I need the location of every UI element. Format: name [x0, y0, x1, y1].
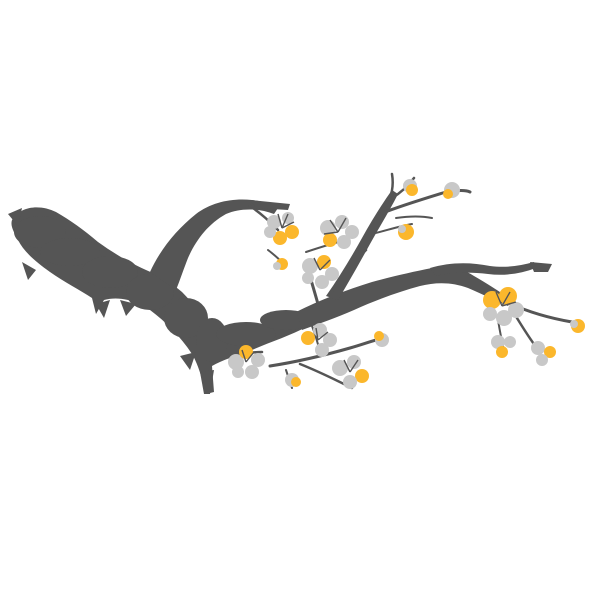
bud — [285, 373, 301, 387]
main-right-branch — [296, 267, 512, 330]
upward-branch — [326, 190, 398, 300]
bud — [570, 319, 585, 333]
blossom — [264, 212, 299, 245]
bud — [273, 258, 288, 270]
blossom — [491, 335, 516, 358]
upper-arch-tip — [250, 200, 290, 210]
bud — [443, 182, 460, 199]
right-spur-tip — [530, 262, 552, 272]
bud — [374, 331, 389, 347]
bud — [398, 224, 414, 240]
blossom — [302, 255, 339, 289]
blossom — [332, 355, 369, 389]
blossom — [228, 345, 265, 379]
upper-right-twig-4 — [371, 223, 413, 235]
blossom — [531, 341, 556, 366]
blossom — [301, 323, 337, 357]
center-twig-2 — [330, 248, 368, 294]
upper-right-twig-3 — [384, 172, 394, 208]
bud — [403, 179, 418, 196]
branch — [8, 172, 574, 394]
upper-right-twig-5 — [395, 215, 433, 219]
blossom — [320, 215, 359, 249]
blossoms — [228, 179, 585, 389]
lower-twig — [268, 336, 386, 368]
right-upper-spur — [430, 262, 536, 276]
upper-arch-branch — [150, 199, 278, 290]
blossom — [483, 287, 524, 326]
